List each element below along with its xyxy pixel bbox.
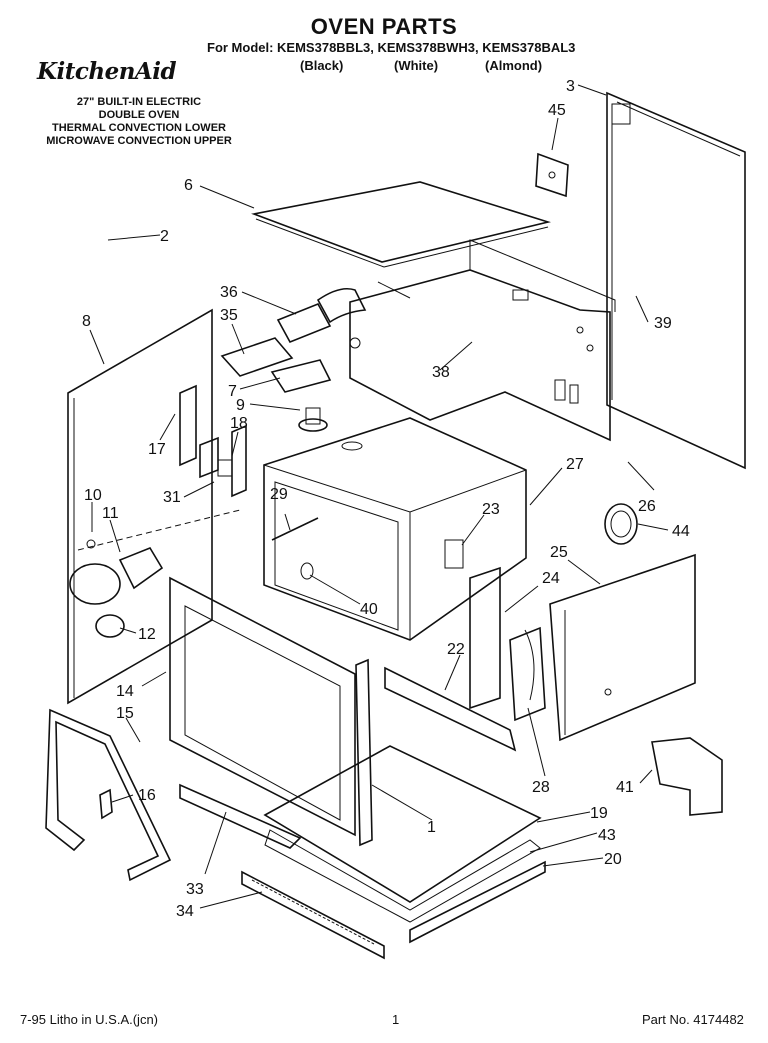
part-number: 34 <box>176 903 194 920</box>
part-number: 11 <box>102 505 119 522</box>
part-sensor-29 <box>271 517 319 541</box>
part-number: 10 <box>84 487 102 504</box>
part-brackets-left <box>179 384 247 498</box>
part-vent-grille <box>241 870 385 960</box>
desc-line: 27" BUILT-IN ELECTRIC <box>76 96 202 108</box>
part-upper-shelf <box>349 239 616 442</box>
part-number: 38 <box>432 364 450 381</box>
part-number: 26 <box>638 498 656 515</box>
color-black: (Black) <box>300 58 344 73</box>
part-number: 18 <box>230 415 248 432</box>
part-center-strip <box>355 658 373 847</box>
part-number: 23 <box>482 501 500 518</box>
part-number: 9 <box>236 397 245 414</box>
part-number: 24 <box>542 570 560 587</box>
part-number: 3 <box>566 78 575 95</box>
part-number: 28 <box>532 779 550 796</box>
part-right-side-panel <box>606 91 746 470</box>
part-number: 8 <box>82 313 91 330</box>
part-number: 40 <box>360 601 378 618</box>
part-number: 7 <box>228 383 237 400</box>
part-number: 31 <box>163 489 181 506</box>
part-fan-shroud <box>604 503 638 545</box>
part-left-side-panel <box>67 308 213 705</box>
part-number: 12 <box>138 626 156 643</box>
part-number: 20 <box>604 851 622 868</box>
part-door-frame <box>169 576 356 837</box>
page-title: OVEN PARTS <box>310 14 458 39</box>
part-number: 39 <box>654 315 672 332</box>
desc-line: THERMAL CONVECTION LOWER <box>52 122 226 134</box>
leader-lines <box>89 84 669 909</box>
part-number: 45 <box>548 102 566 119</box>
part-thermostat-9 <box>298 407 328 432</box>
part-number: 14 <box>116 683 134 700</box>
model-numbers: For Model: KEMS378BBL3, KEMS378BWH3, KEM… <box>207 40 576 55</box>
part-number: 36 <box>220 284 238 301</box>
part-side-shield <box>549 553 696 742</box>
part-number: 19 <box>590 805 608 822</box>
color-white: (White) <box>394 58 439 73</box>
part-number: 2 <box>160 228 169 245</box>
part-bracket-45 <box>535 152 569 198</box>
part-bottom-panel <box>263 745 546 944</box>
brand-logo: KitchenAid <box>37 58 177 85</box>
part-number: 16 <box>138 787 156 804</box>
part-number: 35 <box>220 307 238 324</box>
part-oven-cavity <box>263 417 527 641</box>
part-number: 6 <box>184 177 193 194</box>
part-duct-assembly <box>220 287 367 393</box>
part-rails-right <box>384 566 546 752</box>
part-number: 1 <box>427 819 436 836</box>
desc-line: DOUBLE OVEN <box>98 109 180 121</box>
part-number: 44 <box>672 523 690 540</box>
part-number: 27 <box>566 456 584 473</box>
part-number: 41 <box>616 779 634 796</box>
part-top-panel <box>251 181 552 268</box>
part-number: 22 <box>447 641 465 658</box>
part-toe-kick <box>179 783 302 849</box>
part-number-labels: 1 2 3 6 7 8 9 10 11 12 14 15 16 17 18 19… <box>82 78 690 920</box>
part-number: 33 <box>186 881 204 898</box>
part-clip-16 <box>99 788 113 820</box>
desc-line: MICROWAVE CONVECTION UPPER <box>46 135 232 147</box>
part-light-assembly <box>69 509 241 638</box>
footer-litho: 7-95 Litho in U.S.A.(jcn) <box>20 1012 159 1027</box>
part-number: 29 <box>270 486 288 503</box>
part-door-gasket <box>45 708 172 882</box>
part-number: 43 <box>598 827 616 844</box>
product-description: 27" BUILT-IN ELECTRIC DOUBLE OVEN THERMA… <box>34 96 244 148</box>
footer-page-number: 1 <box>392 1012 400 1027</box>
footer-part-number: Part No. 4174482 <box>642 1012 744 1027</box>
part-number: 15 <box>116 705 134 722</box>
part-number: 17 <box>148 441 166 458</box>
part-bracket-41 <box>651 737 723 816</box>
part-number: 25 <box>550 544 568 561</box>
color-almond: (Almond) <box>485 58 543 73</box>
